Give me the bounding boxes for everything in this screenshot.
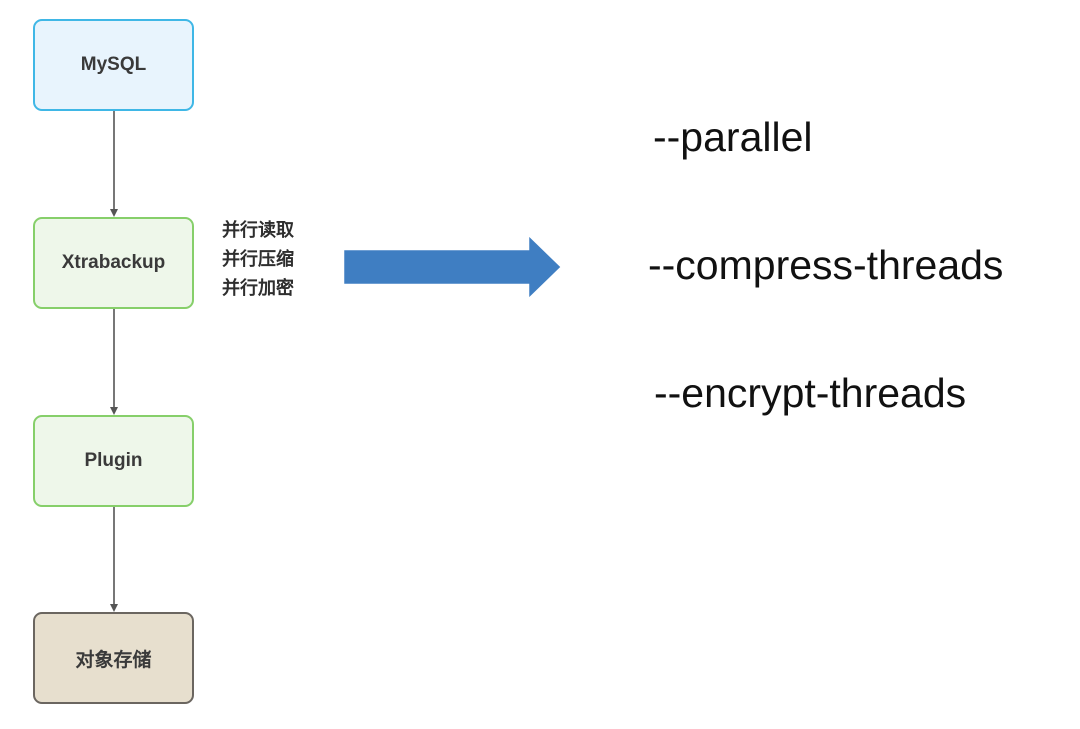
node-plugin: Plugin: [33, 415, 194, 507]
node-xtrabackup: Xtrabackup: [33, 217, 194, 309]
node-plugin-label: Plugin: [84, 450, 143, 471]
node-xtrabackup-label: Xtrabackup: [61, 252, 166, 273]
node-mysql-label: MySQL: [80, 54, 147, 75]
param-parallel: --parallel: [653, 114, 813, 160]
param-encrypt-threads: --encrypt-threads: [654, 370, 967, 416]
node-object-storage: 对象存储: [33, 612, 194, 704]
feature-parallel-read: 并行读取: [222, 220, 294, 241]
feature-parallel-encrypt: 并行加密: [222, 278, 294, 299]
big-right-arrow: [341, 231, 564, 303]
node-object-storage-label: 对象存储: [75, 649, 152, 671]
feature-parallel-compress: 并行压缩: [222, 249, 294, 270]
param-compress-threads: --compress-threads: [648, 242, 1004, 288]
parallel-features-list: 并行读取 并行压缩 并行加密: [222, 216, 294, 303]
node-mysql: MySQL: [33, 19, 194, 111]
